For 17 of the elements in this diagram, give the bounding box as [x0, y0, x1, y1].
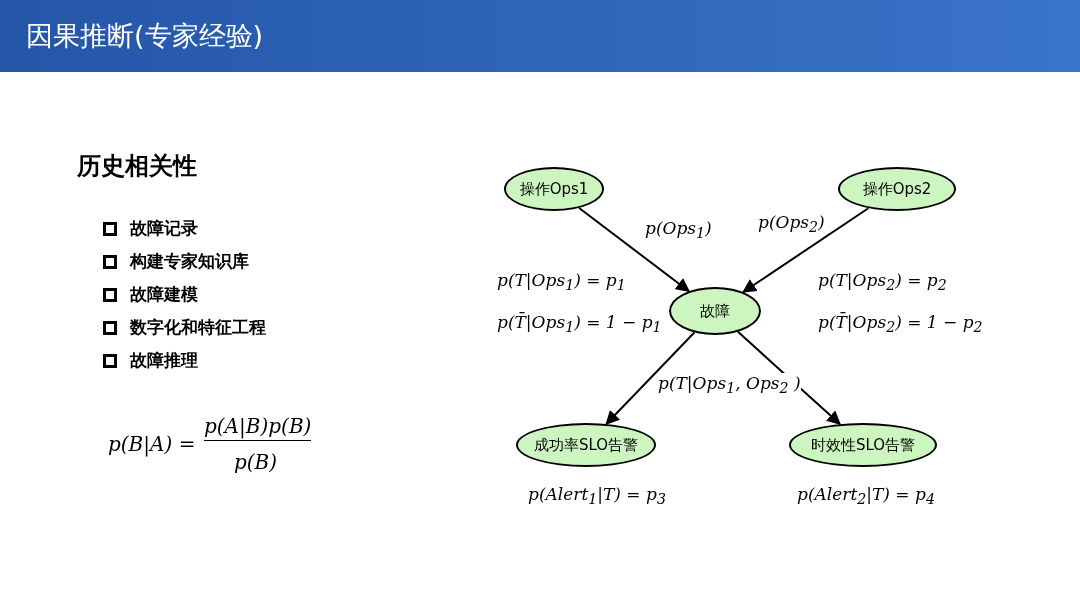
list-item: 故障推理	[130, 349, 198, 372]
ellipse-node: 成功率SLO告警	[516, 423, 656, 467]
ellipse-node: 操作Ops2	[838, 167, 956, 211]
formula: p(Alert$_{2}$|T) = p$_{4}$	[797, 484, 935, 508]
title: 因果推断(专家经验)	[26, 19, 264, 53]
list-item: 数字化和特征工程	[130, 316, 266, 339]
list-item: 故障建模	[130, 283, 198, 306]
list-item: 故障记录	[130, 217, 198, 240]
list-item: 构建专家知识库	[130, 250, 249, 273]
formula: p(A|B)p(B)	[204, 414, 312, 441]
ellipse-node: 时效性SLO告警	[789, 423, 937, 467]
heading: 历史相关性	[77, 151, 197, 182]
formula: p(Alert$_{1}$|T) = p$_{3}$	[528, 484, 666, 508]
formula: p(B|A) =	[108, 432, 196, 456]
ellipse-node: 故障	[669, 287, 761, 335]
ellipse-node: 操作Ops1	[504, 167, 604, 211]
formula: p(B)	[234, 450, 278, 474]
